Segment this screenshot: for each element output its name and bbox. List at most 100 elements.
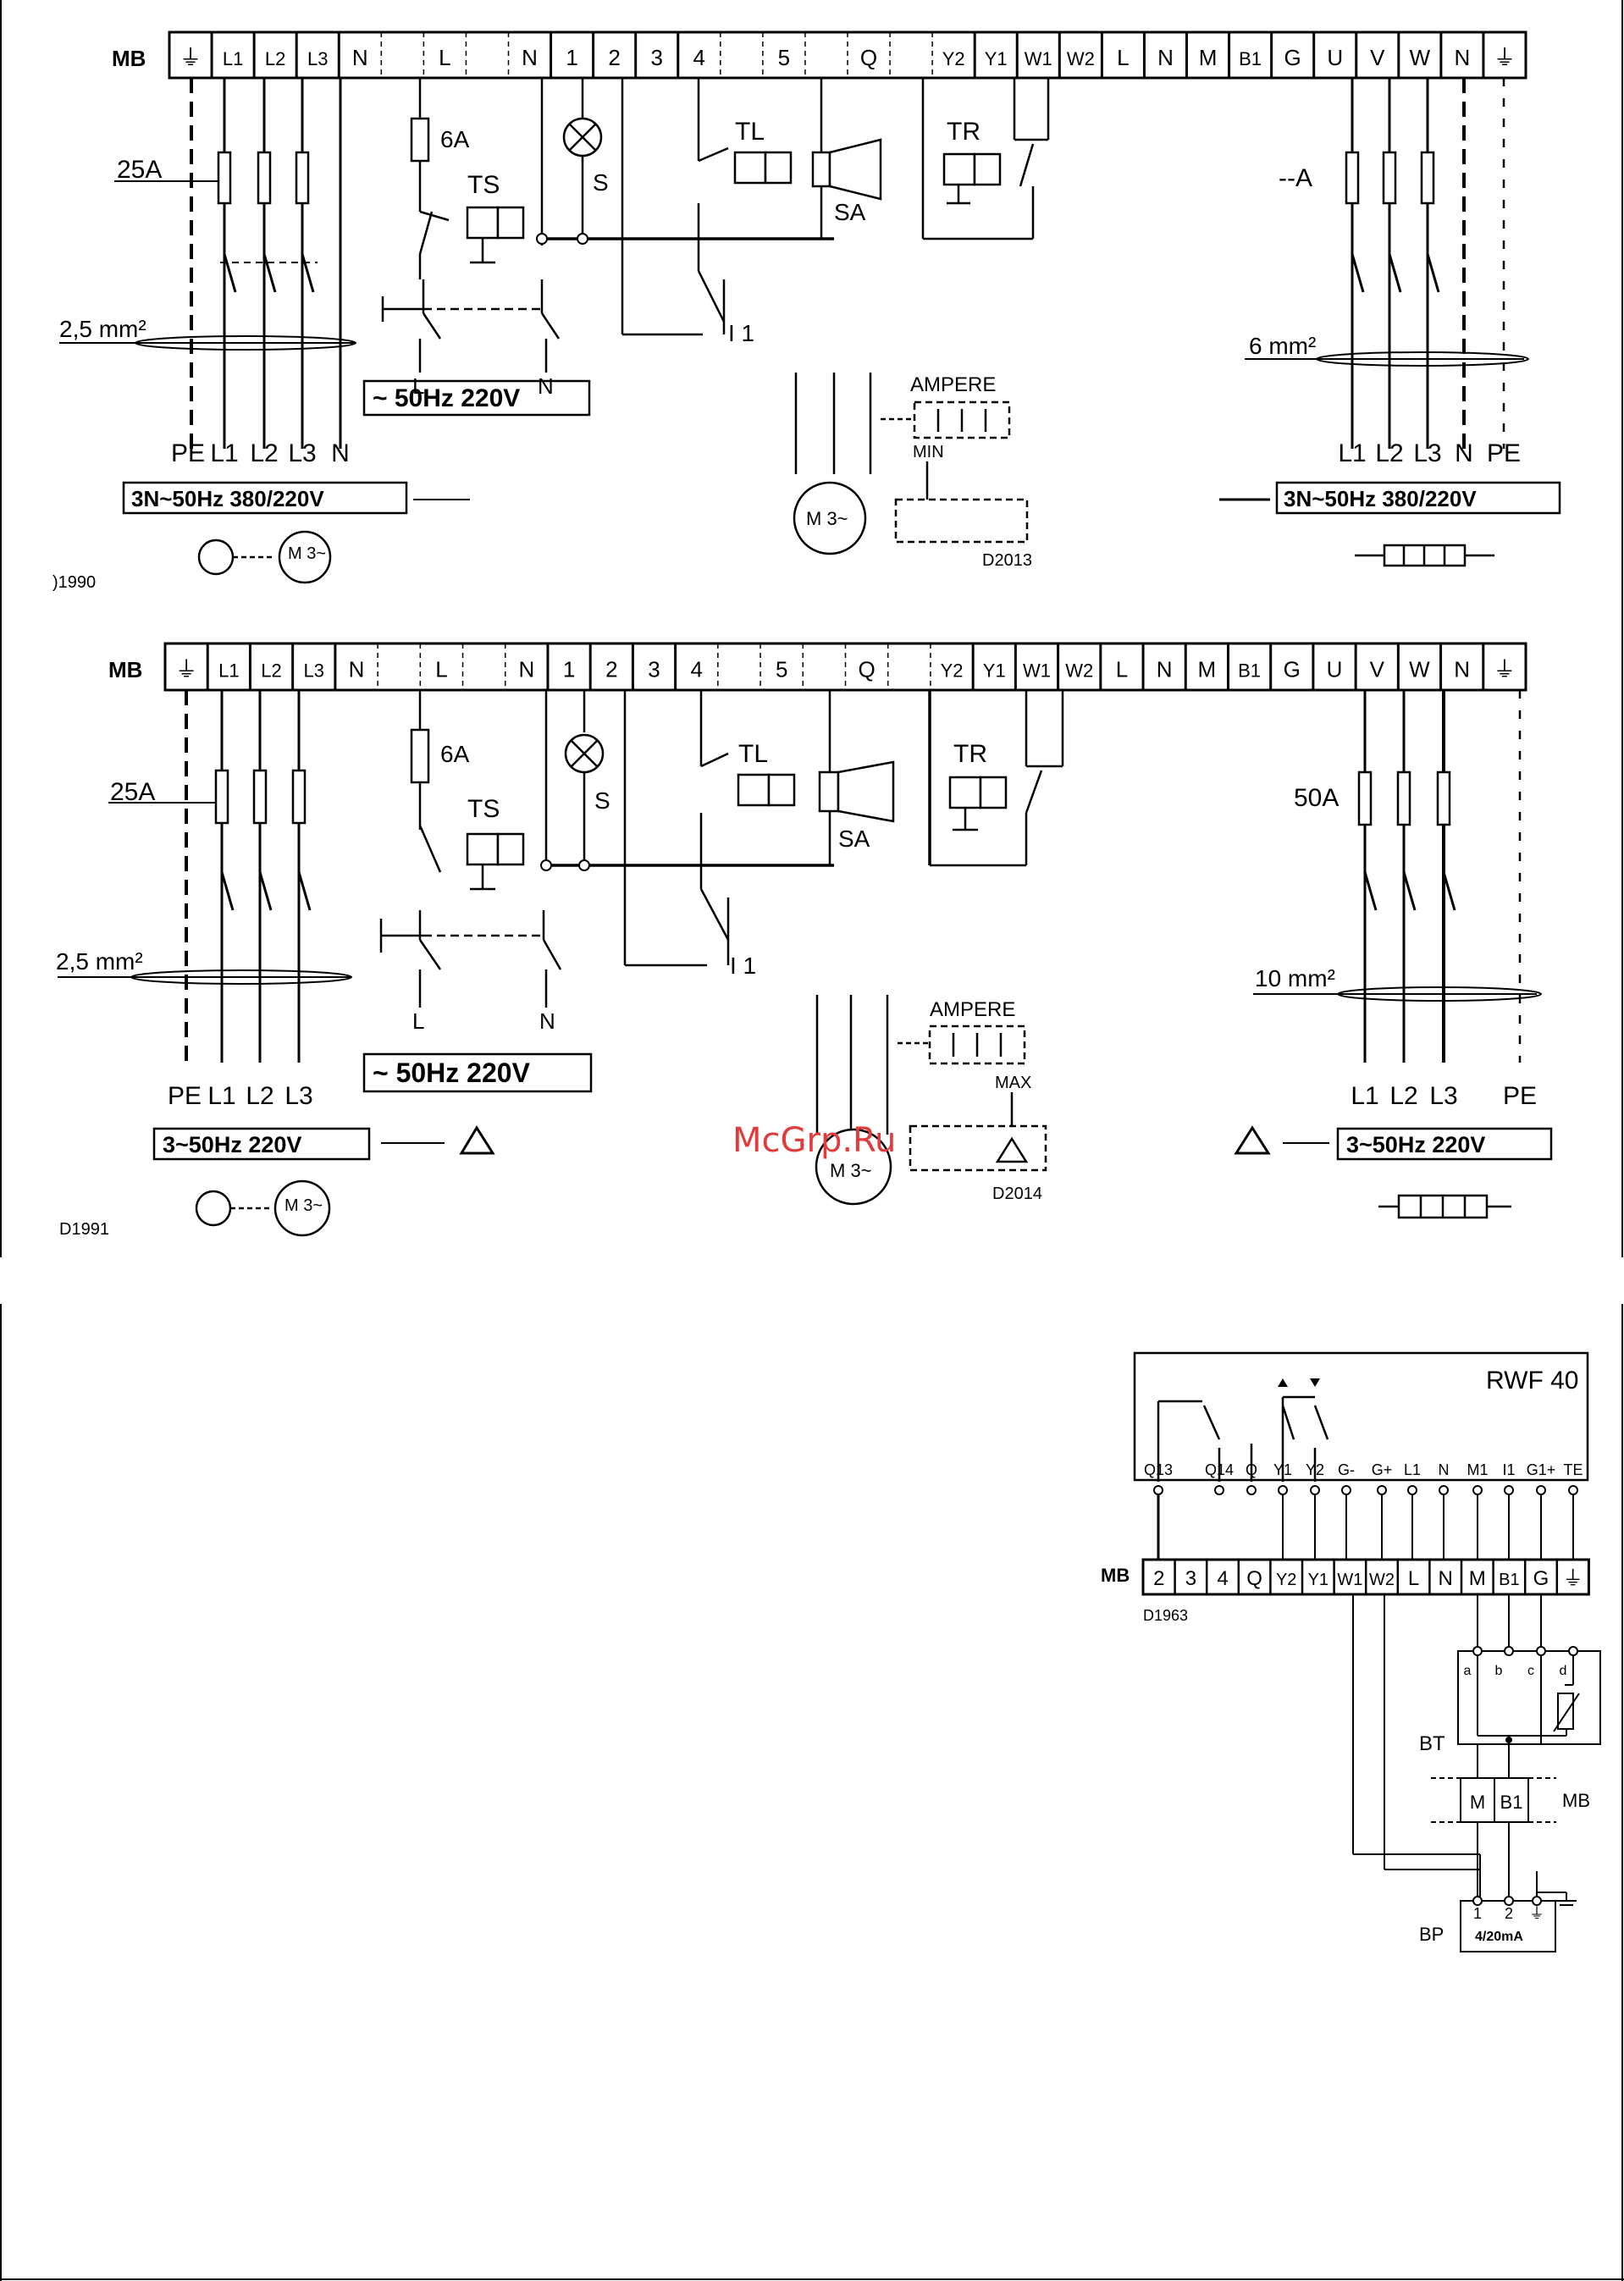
top-mb-label: MB — [112, 46, 146, 71]
strip-terminal: L2 — [261, 660, 281, 682]
supply-terminal-label: L1 — [207, 1082, 235, 1110]
bottom-max-label: MAX — [995, 1074, 1031, 1092]
rwf-strip-terminal: Y2 — [1276, 1571, 1296, 1589]
rwf-pin-terminal — [1472, 1485, 1483, 1495]
strip-terminal: W — [1410, 45, 1431, 70]
rwf-pin-label: Q — [1246, 1461, 1257, 1478]
strip-terminal: N — [352, 45, 368, 70]
rwf-strip-terminal: W2 — [1369, 1571, 1395, 1589]
top-motor-label: M 3~ — [806, 508, 848, 529]
rwf-pin-label: Q13 — [1144, 1461, 1173, 1478]
strip-terminal: ⏚ — [180, 45, 202, 70]
strip-terminal: L — [1117, 45, 1129, 70]
rwf-strip-terminal: 3 — [1185, 1567, 1196, 1590]
bp-pin-label: 1 — [1473, 1905, 1482, 1922]
strip-terminal: 2 — [608, 45, 620, 70]
bt-label: BT — [1419, 1732, 1445, 1755]
top-ctrl-supply: ~ 50Hz 220V — [373, 384, 520, 412]
bottom-code-left: D1991 — [59, 1220, 109, 1239]
strip-terminal: W1 — [1025, 48, 1052, 69]
bottom-i1-label: I 1 — [730, 953, 756, 979]
bottom-code-motor: D2014 — [992, 1185, 1042, 1203]
top-ts-label: TS — [467, 171, 500, 199]
bottom-s-label: S — [594, 787, 610, 814]
rwf-pin-terminal — [1407, 1485, 1417, 1495]
rwf-strip-terminal: ⏚ — [1563, 1567, 1583, 1590]
rwf-pin-label: M1 — [1467, 1461, 1488, 1478]
mb2-terminal: M — [1470, 1792, 1485, 1813]
top-motor-symbol-left: M 3~ — [288, 544, 326, 563]
strip-terminal: ⏚ — [175, 657, 197, 682]
rwf-pin-terminal — [1439, 1485, 1449, 1495]
rwf-pin-terminal — [1536, 1485, 1546, 1495]
top-code-left: )1990 — [52, 573, 96, 592]
strip-terminal: B1 — [1238, 660, 1261, 682]
rwf-pin-label: TE — [1563, 1461, 1583, 1478]
strip-terminal: Q — [858, 657, 875, 682]
strip-terminal: L1 — [218, 660, 239, 682]
strip-terminal: M — [1199, 45, 1218, 70]
top-ctrl-l: L — [412, 373, 424, 399]
strip-terminal: W2 — [1067, 48, 1095, 69]
strip-terminal: 5 — [776, 657, 787, 682]
strip-terminal: 4 — [691, 657, 703, 682]
mb2-terminal: B1 — [1500, 1792, 1523, 1813]
strip-terminal: N — [522, 45, 538, 70]
strip-terminal: L — [435, 657, 447, 682]
bt-pin-label: d — [1560, 1664, 1567, 1678]
top-cable-left-label: 2,5 mm² — [59, 316, 146, 342]
top-s-label: S — [593, 169, 609, 196]
strip-terminal: ⏚ — [1494, 657, 1516, 682]
strip-terminal: N — [349, 657, 365, 682]
supply-terminal-label: L1 — [1338, 439, 1366, 467]
strip-terminal: G — [1284, 657, 1301, 682]
supply-terminal-label: PE — [168, 1082, 202, 1110]
rwf-strip-terminal: G — [1533, 1567, 1549, 1590]
supply-terminal-label: N — [1455, 439, 1473, 467]
bottom-ctrl-supply: ~ 50Hz 220V — [373, 1058, 531, 1088]
rwf-pin-label: Y2 — [1306, 1461, 1324, 1478]
strip-terminal: Y1 — [985, 48, 1008, 69]
bottom-tr-label: TR — [953, 740, 987, 768]
bottom-sa-label: SA — [838, 826, 870, 852]
rwf-pin-label: G1+ — [1527, 1461, 1556, 1478]
bp-label: BP — [1419, 1924, 1444, 1945]
rwf-code: D1963 — [1143, 1607, 1188, 1624]
strip-terminal: L — [439, 45, 450, 70]
mb2-label: MB — [1562, 1790, 1590, 1811]
strip-terminal: N — [1455, 45, 1471, 70]
rwf-strip-terminal: W1 — [1337, 1571, 1362, 1589]
supply-terminal-label: PE — [171, 439, 205, 467]
bottom-ts-label: TS — [467, 795, 500, 823]
bottom-supply-right: 3~50Hz 220V — [1346, 1132, 1485, 1157]
supply-terminal-label: PE — [1503, 1082, 1537, 1110]
top-fuse-left-label: 25A — [117, 156, 162, 184]
strip-terminal: N — [518, 657, 534, 682]
strip-terminal: 5 — [778, 45, 790, 70]
strip-terminal: V — [1370, 45, 1385, 70]
strip-terminal: N — [1157, 657, 1173, 682]
top-fuse-right-label: --A — [1279, 164, 1312, 192]
strip-terminal: B1 — [1239, 48, 1262, 69]
rwf-pin-label: G- — [1338, 1461, 1355, 1478]
top-tl-label: TL — [735, 118, 765, 146]
strip-terminal: 1 — [566, 45, 577, 70]
rwf-pin-terminal — [1377, 1485, 1387, 1495]
rwf-pin-label: I1 — [1502, 1461, 1515, 1478]
rwf-pin-terminal — [1278, 1485, 1288, 1495]
top-tr-label: TR — [947, 118, 980, 146]
supply-terminal-label: L3 — [1413, 439, 1441, 467]
supply-terminal-label: L2 — [1389, 1082, 1417, 1110]
bottom-ctrl-n: N — [539, 1008, 555, 1034]
bottom-fuse-left-label: 25A — [110, 778, 155, 806]
bottom-cable-left-label: 2,5 mm² — [56, 948, 143, 975]
bp-range: 4/20mA — [1475, 1930, 1523, 1944]
rwf-strip-terminal: B1 — [1499, 1571, 1519, 1589]
